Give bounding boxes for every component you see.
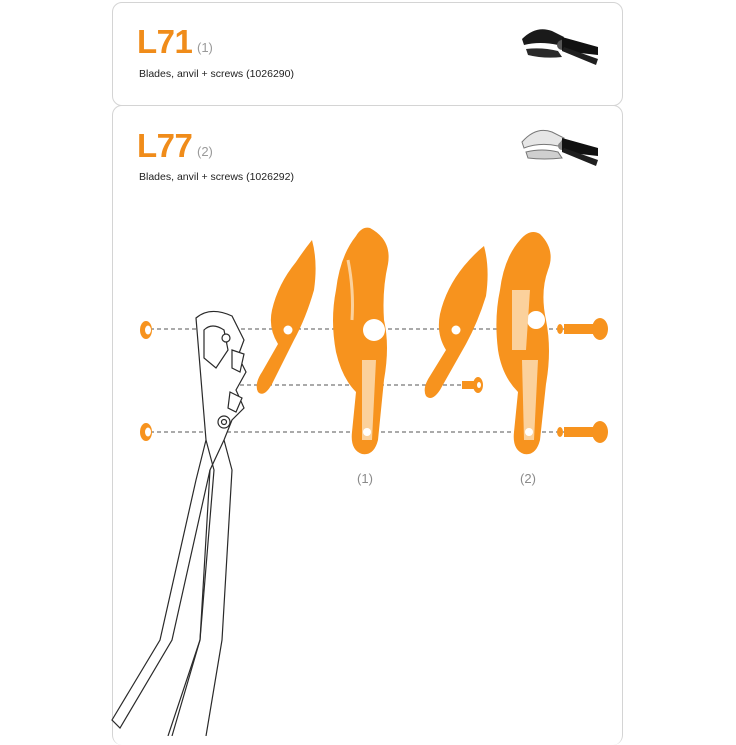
washer-top <box>140 321 152 339</box>
center-screw <box>462 377 483 393</box>
part-description: Blades, anvil + screws (1026290) <box>139 68 294 80</box>
cutting-blade-2 <box>424 246 488 398</box>
part-description: Blades, anvil + screws (1026292) <box>139 171 294 183</box>
bolt-bottom <box>557 421 608 443</box>
part-label-1: (1) <box>357 471 373 486</box>
model-title: L77 <box>137 127 193 164</box>
anvil-2 <box>496 232 551 455</box>
silver-lopper-head-icon <box>521 129 598 166</box>
model-number: (2) <box>197 144 213 159</box>
anvil-1 <box>333 227 389 455</box>
cutting-blade-1 <box>256 240 316 394</box>
model-number: (1) <box>197 40 213 55</box>
lopper-handle-drawing <box>111 310 247 736</box>
part-label-2: (2) <box>520 471 536 486</box>
bolt-top <box>557 318 608 340</box>
model-title: L71 <box>137 23 193 60</box>
black-lopper-head-icon <box>522 29 598 65</box>
section-card-l71: L71 (1) Blades, anvil + screws (1026290) <box>112 2 623 106</box>
washer-bottom <box>140 423 152 441</box>
